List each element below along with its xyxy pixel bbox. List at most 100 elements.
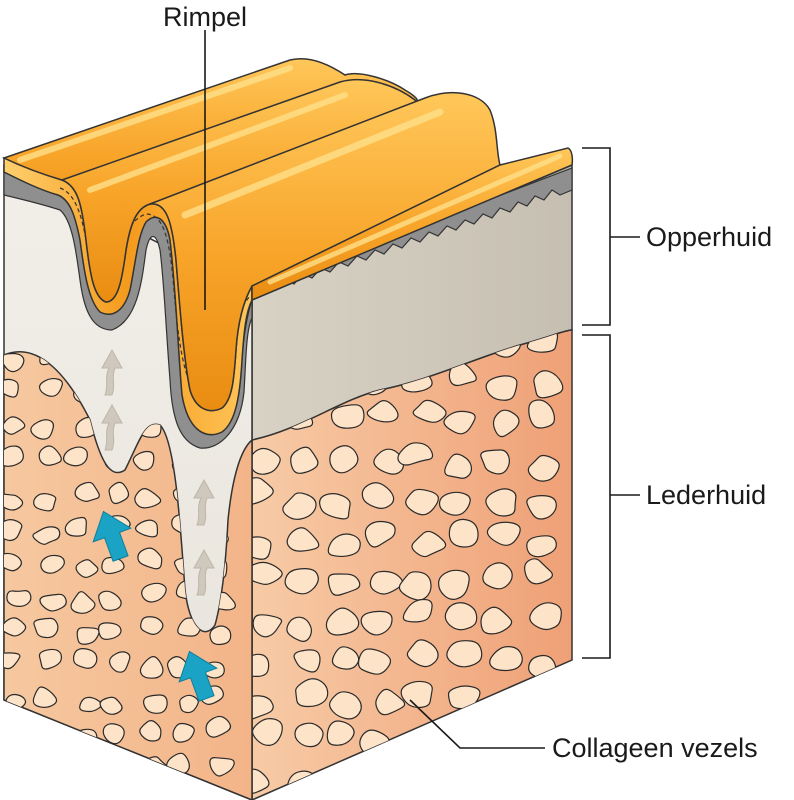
dermis-bracket bbox=[582, 334, 640, 659]
collagen-fiber bbox=[527, 454, 560, 482]
annotations bbox=[204, 30, 640, 749]
collagen-fiber bbox=[284, 568, 319, 595]
collagen-fiber bbox=[4, 617, 27, 637]
collagen-fiber bbox=[528, 654, 557, 680]
collagen-fiber bbox=[209, 625, 232, 646]
collagen-fiber bbox=[38, 648, 63, 670]
collagen-fiber bbox=[139, 720, 162, 742]
collagen-fiber bbox=[252, 477, 274, 505]
wrinkle-label: Rimpel bbox=[163, 2, 247, 32]
collagen-fiber bbox=[252, 653, 270, 678]
collagen-fiber bbox=[366, 400, 399, 423]
collagen-fiber bbox=[109, 651, 131, 673]
collagen-fiber bbox=[526, 494, 557, 520]
collagen-fiber bbox=[327, 573, 361, 596]
epidermis-label: Opperhuid bbox=[646, 222, 772, 252]
collagen-fiber bbox=[33, 617, 59, 639]
collagen-fiber bbox=[72, 648, 98, 669]
collagen-fiber bbox=[64, 516, 87, 537]
collagen-fiber bbox=[4, 652, 21, 670]
blue-arrow bbox=[92, 510, 132, 562]
collagen-fiber bbox=[252, 447, 281, 475]
collagen-fiber bbox=[4, 519, 23, 542]
collagen-fiber bbox=[529, 681, 561, 708]
collagen-fiber bbox=[293, 649, 321, 673]
collagen-label: Collageen vezels bbox=[552, 733, 758, 763]
collagen-fiber bbox=[295, 678, 329, 708]
gray-arrow bbox=[193, 478, 215, 526]
collagen-fiber bbox=[252, 695, 274, 720]
collagen-fiber bbox=[105, 758, 129, 780]
collagen-fiber bbox=[364, 520, 396, 548]
collagen-fiber bbox=[329, 445, 359, 474]
collagen-fiber bbox=[520, 723, 554, 749]
collagen-fiber bbox=[252, 536, 272, 560]
collagen-fiber bbox=[142, 694, 168, 714]
collagen-fiber bbox=[32, 526, 61, 545]
collagen-fiber bbox=[39, 593, 67, 612]
collagen-fiber bbox=[141, 582, 167, 603]
side-face bbox=[251, 163, 573, 800]
collagen-fiber bbox=[38, 377, 63, 397]
collagen-fiber bbox=[252, 718, 283, 747]
collagen-fiber bbox=[533, 370, 564, 399]
surface-highlight-2 bbox=[87, 92, 348, 193]
collagen-fiber bbox=[480, 606, 513, 635]
collagen-fiber bbox=[319, 493, 351, 520]
collagen-fiber bbox=[481, 722, 509, 747]
collagen-fiber bbox=[489, 646, 523, 672]
collagen-fiber bbox=[397, 442, 434, 466]
surface-highlight-3 bbox=[181, 108, 444, 219]
collagen-fiber bbox=[398, 571, 432, 601]
collagen-fiber bbox=[35, 723, 61, 743]
collagen-fiber bbox=[486, 693, 519, 720]
collagen-fiber bbox=[294, 722, 324, 748]
collagen-fiber bbox=[286, 527, 320, 552]
collagen-fiber bbox=[40, 554, 65, 574]
collagen-fiber bbox=[137, 547, 163, 570]
collagen-fiber bbox=[4, 723, 28, 744]
collagen-fiber bbox=[99, 696, 123, 715]
dermis-label: Lederhuid bbox=[646, 480, 766, 510]
collagen-fiber bbox=[108, 481, 130, 505]
collagen-fiber bbox=[325, 607, 360, 636]
collagen-fiber bbox=[446, 640, 483, 668]
surface-highlight-4 bbox=[267, 153, 563, 285]
collagen-fiber bbox=[526, 535, 557, 558]
surface-highlight-1 bbox=[17, 65, 293, 163]
collagen-fiber bbox=[400, 764, 430, 791]
collagen-fiber bbox=[357, 648, 392, 675]
dermis-side bbox=[251, 329, 573, 800]
collagen-fiber bbox=[361, 769, 397, 797]
collagen-fiber bbox=[38, 445, 62, 466]
collagen-fiber bbox=[282, 492, 317, 520]
collagen-fiber bbox=[75, 559, 99, 579]
collagen-fiber bbox=[331, 646, 360, 670]
collagen-fiber bbox=[406, 639, 439, 668]
collagen-fiber bbox=[405, 488, 439, 516]
collagen-fiber bbox=[74, 481, 100, 502]
collagen-fiber bbox=[4, 552, 22, 572]
collagen-leader-line bbox=[409, 699, 545, 749]
collagen-fiber bbox=[286, 770, 319, 798]
gray-arrow bbox=[101, 403, 123, 451]
collagen-fiber bbox=[132, 450, 155, 471]
collagen-fiber bbox=[447, 685, 481, 710]
collagen-fiber bbox=[448, 518, 479, 548]
collagen-fiber bbox=[373, 448, 404, 475]
collagen-fiber bbox=[140, 616, 164, 635]
collagen-fiber bbox=[485, 488, 517, 517]
collagen-fiber bbox=[411, 530, 447, 558]
collagen-fiber bbox=[139, 656, 164, 679]
collagen-fiber bbox=[443, 410, 476, 435]
collagen-fiber bbox=[444, 602, 478, 631]
collagen-fiber bbox=[360, 610, 393, 636]
gray-arrow bbox=[101, 348, 123, 396]
collagen-fiber bbox=[209, 757, 235, 777]
collagen-fiber bbox=[205, 715, 232, 738]
collagen-fiber bbox=[76, 752, 102, 773]
collagen-fiber bbox=[437, 569, 470, 600]
collagen-fiber bbox=[480, 449, 510, 475]
collagen-fiber bbox=[375, 688, 406, 716]
collagen-fiber bbox=[328, 691, 362, 720]
